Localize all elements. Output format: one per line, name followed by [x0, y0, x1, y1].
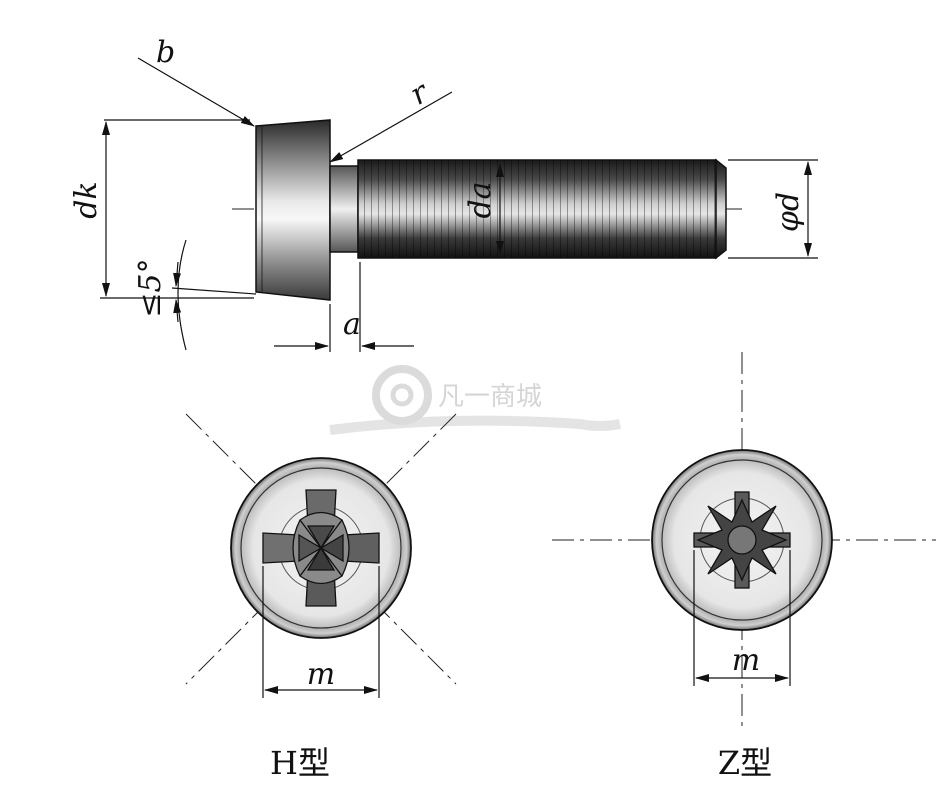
label-m-h: m [307, 657, 335, 692]
screw-head [255, 119, 331, 301]
h-type-view: m H型 [185, 413, 457, 782]
z-type-view: m Z型 [552, 352, 936, 782]
caption-z-type: Z型 [718, 744, 772, 782]
label-angle: ≤5° [133, 258, 168, 317]
label-r: r [404, 74, 435, 112]
label-da: da [463, 181, 498, 218]
screw-tip-chamfer [715, 158, 727, 260]
caption-h-type: H型 [270, 744, 330, 782]
h-cross-recess [262, 489, 380, 607]
watermark-text: 凡一商城 [438, 382, 542, 412]
label-a: a [343, 307, 361, 342]
z-pozi-recess [693, 491, 791, 589]
label-dk: dk [69, 181, 104, 218]
screw-neck [329, 165, 359, 253]
label-m-z: m [732, 643, 760, 678]
label-b: b [156, 35, 175, 70]
label-d: φd [771, 192, 806, 232]
watermark: 凡一商城 [329, 365, 621, 435]
side-view: dk b r da φd ≤5° a [69, 35, 818, 352]
